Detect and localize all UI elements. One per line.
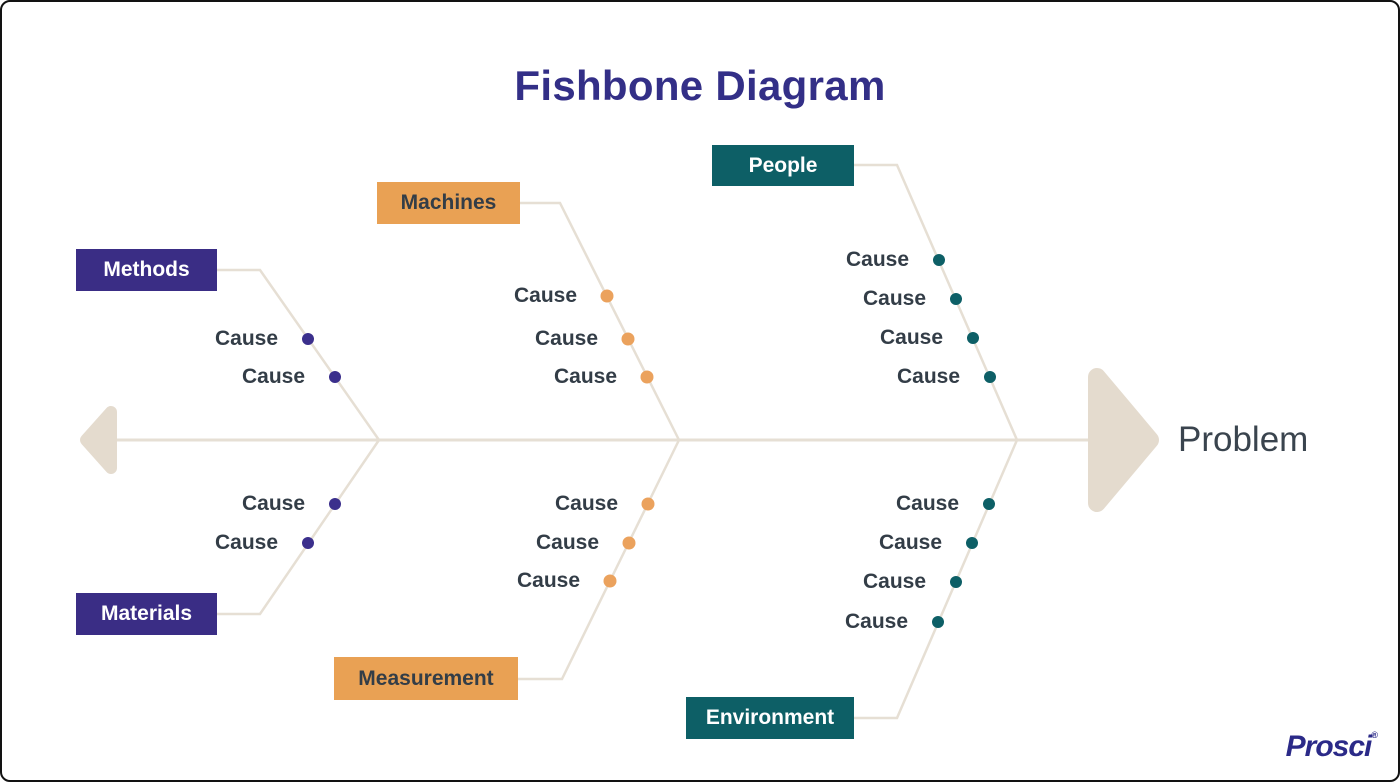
cause-dot (302, 537, 314, 549)
cause-label: Cause (534, 327, 598, 350)
category-box-materials: Materials (76, 593, 217, 635)
category-box-methods: Methods (76, 249, 217, 291)
branch-line-environment (854, 439, 1019, 720)
cause-dot (329, 371, 341, 383)
category-label: Materials (100, 602, 193, 625)
fish-tail-shape (80, 406, 117, 474)
problem-label: Problem (1178, 420, 1309, 459)
cause-dot (302, 333, 314, 345)
cause-dot (603, 574, 617, 588)
cause-label: Cause (878, 531, 942, 554)
cause-label: Cause (862, 287, 926, 310)
category-label: People (748, 153, 818, 177)
prosci-logo-text: Prosci (1285, 730, 1373, 763)
cause-label: Cause (845, 248, 909, 271)
branch-line-methods (217, 268, 381, 441)
prosci-logo: Prosci® (1286, 730, 1378, 764)
cause-label: Cause (553, 365, 617, 388)
cause-dot (641, 497, 655, 511)
page-title: Fishbone Diagram (514, 62, 886, 109)
cause-label: Cause (895, 492, 959, 515)
cause-label: Cause (554, 492, 618, 515)
cause-dot (983, 498, 995, 510)
cause-dot (640, 370, 654, 384)
cause-dot (984, 371, 996, 383)
cause-dot (950, 576, 962, 588)
cause-dot (966, 537, 978, 549)
cause-label: Cause (879, 326, 943, 349)
cause-label: Cause (214, 327, 278, 350)
cause-label: Cause (862, 570, 926, 593)
branch-line-materials (217, 439, 381, 616)
cause-dot (622, 536, 636, 550)
cause-label: Cause (535, 531, 599, 554)
category-label: Measurement (358, 666, 494, 690)
cause-dot (621, 332, 635, 346)
cause-label: Cause (241, 365, 305, 388)
category-box-people: People (712, 145, 854, 186)
category-label: Environment (705, 706, 835, 729)
registered-trademark-mark: ® (1371, 730, 1378, 740)
category-label: Methods (103, 258, 190, 281)
category-box-measurement: Measurement (334, 657, 518, 700)
category-box-environment: Environment (686, 697, 854, 739)
cause-dot (600, 289, 614, 303)
cause-dot (967, 332, 979, 344)
cause-label: Cause (214, 531, 278, 554)
cause-label: Cause (513, 284, 577, 307)
cause-dot (932, 616, 944, 628)
cause-dot (933, 254, 945, 266)
fish-head-arrow-shape (1088, 368, 1159, 512)
cause-dot (950, 293, 962, 305)
branch-line-people (854, 163, 1019, 441)
cause-label: Cause (241, 492, 305, 515)
branch-line-measurement (518, 439, 681, 681)
category-box-machines: Machines (377, 182, 520, 224)
category-label: Machines (400, 191, 497, 214)
branch-line-machines (520, 201, 681, 441)
cause-label: Cause (844, 610, 908, 633)
cause-dot (329, 498, 341, 510)
cause-label: Cause (516, 569, 580, 592)
cause-label: Cause (896, 365, 960, 388)
